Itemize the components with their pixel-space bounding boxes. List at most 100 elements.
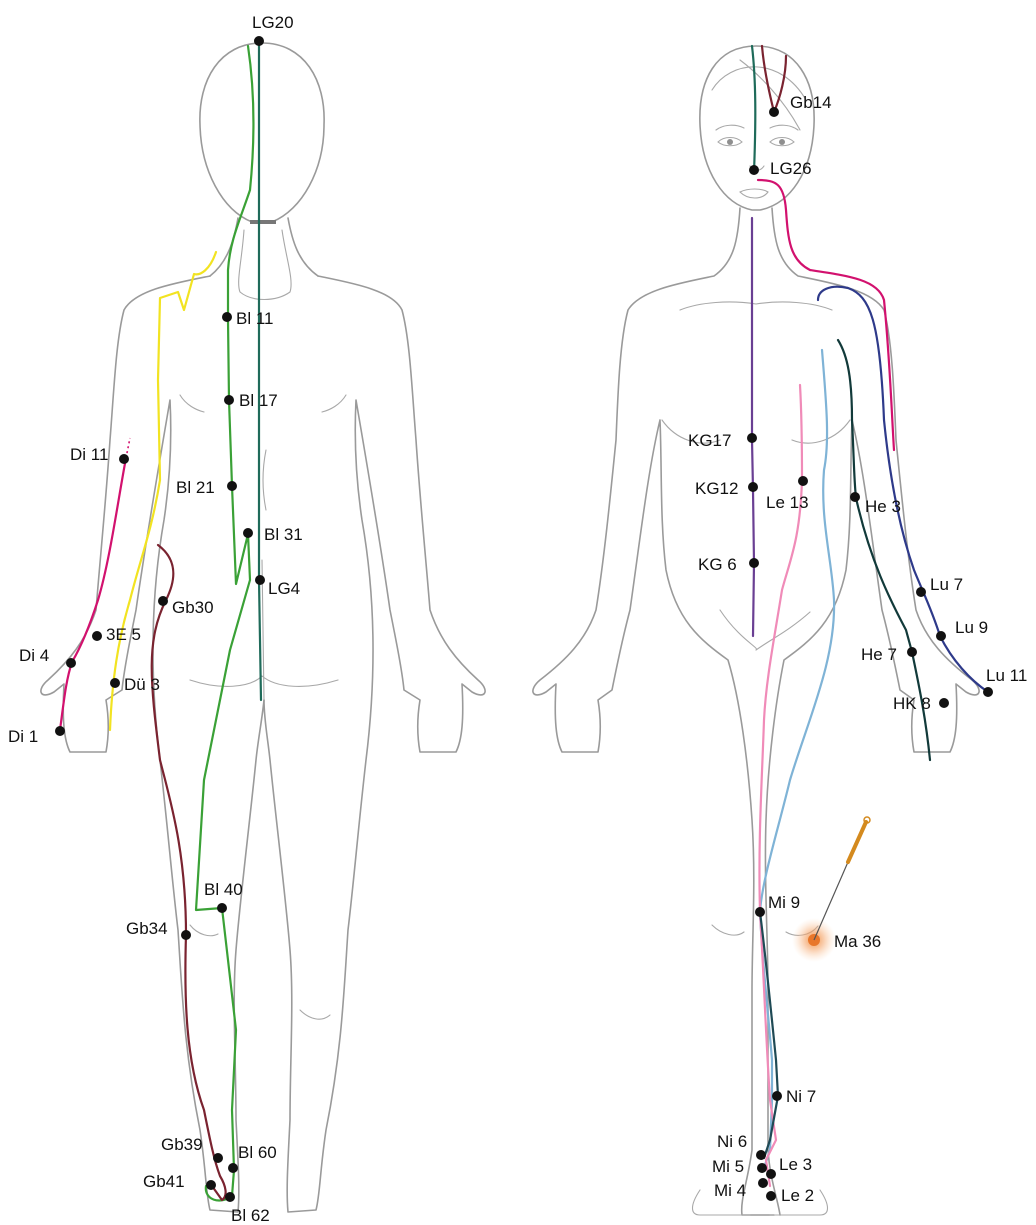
point-gb41-dot[interactable] [206, 1180, 216, 1190]
point-gb39-label: Gb39 [161, 1135, 203, 1154]
point-kg17-label: KG17 [688, 431, 731, 450]
point-bl11-label: Bl 11 [236, 309, 274, 328]
point-lu11-label: Lu 11 [986, 666, 1027, 685]
point-lg20-dot[interactable] [254, 36, 264, 46]
back-meridians [60, 42, 261, 1201]
point-di1-dot[interactable] [55, 726, 65, 736]
point-bl60-dot[interactable] [228, 1163, 238, 1173]
point-ni6-label: Ni 6 [717, 1132, 747, 1151]
back-head-outline [200, 43, 324, 222]
meridian-konzeptionsgefaess [752, 218, 754, 636]
point-le3-label: Le 3 [779, 1155, 812, 1174]
point-bl21-dot[interactable] [227, 481, 237, 491]
point-bl17-label: Bl 17 [239, 391, 278, 410]
point-ma36-label: Ma 36 [834, 932, 881, 951]
point-le2-dot[interactable] [766, 1191, 776, 1201]
point-gb41-label: Gb41 [143, 1172, 185, 1191]
front-mouth [740, 189, 768, 198]
point-bl11-dot[interactable] [222, 312, 232, 322]
point-le13-dot[interactable] [798, 476, 808, 486]
front-meridians [752, 46, 988, 1186]
point-lg4-dot[interactable] [255, 575, 265, 585]
point-hk8-label: HK 8 [893, 694, 931, 713]
point-mi4-label: Mi 4 [714, 1181, 746, 1200]
front-chest-lines [662, 302, 850, 443]
point-gb34-label: Gb34 [126, 919, 168, 938]
point-lg20-label: LG20 [252, 13, 294, 32]
point-mi9-dot[interactable] [755, 907, 765, 917]
point-bl60-label: Bl 60 [238, 1143, 277, 1162]
point-lu9-label: Lu 9 [955, 618, 988, 637]
point-3e5-label: 3E 5 [106, 625, 141, 644]
point-mi5-label: Mi 5 [712, 1157, 744, 1176]
point-lu9-dot[interactable] [936, 631, 946, 641]
point-ni7-label: Ni 7 [786, 1087, 816, 1106]
point-due3-label: Dü 3 [124, 675, 160, 694]
meridian-lenker-gefaess-front [752, 46, 755, 172]
back-hair-bun [239, 230, 291, 300]
front-head-outline [700, 46, 814, 210]
point-bl40-label: Bl 40 [204, 880, 243, 899]
back-body-outline-right [264, 276, 485, 1212]
point-lg26-dot[interactable] [749, 165, 759, 175]
point-lg4-label: LG4 [268, 579, 300, 598]
point-gb39-dot[interactable] [213, 1153, 223, 1163]
front-view-figure [533, 46, 979, 1215]
point-lu7-label: Lu 7 [930, 575, 963, 594]
point-kg6-dot[interactable] [749, 558, 759, 568]
point-gb30-dot[interactable] [158, 596, 168, 606]
point-he3-label: He 3 [865, 497, 901, 516]
point-bl31-dot[interactable] [243, 528, 253, 538]
point-kg12-dot[interactable] [748, 482, 758, 492]
point-bl21-label: Bl 21 [176, 478, 215, 497]
point-mi5-dot[interactable] [757, 1163, 767, 1173]
point-le13-label: Le 13 [766, 493, 809, 512]
back-neck-outline [210, 218, 318, 276]
point-le2-label: Le 2 [781, 1186, 814, 1205]
point-lu11-dot[interactable] [983, 687, 993, 697]
point-3e5-dot[interactable] [92, 631, 102, 641]
point-ni6-dot[interactable] [756, 1150, 766, 1160]
back-knee-lines [190, 925, 330, 1019]
meridian-dickdarm-back [60, 458, 126, 730]
point-di11-dot[interactable] [119, 454, 129, 464]
point-bl31-label: Bl 31 [264, 525, 303, 544]
point-hk8-dot[interactable] [939, 698, 949, 708]
point-kg17-dot[interactable] [747, 433, 757, 443]
front-left-pupil [727, 139, 733, 145]
point-bl62-dot[interactable] [225, 1192, 235, 1202]
meridian-lenker-gefaess-back [259, 42, 261, 700]
point-due3-dot[interactable] [110, 678, 120, 688]
point-gb30-label: Gb30 [172, 598, 214, 617]
point-di1-label: Di 1 [8, 727, 38, 746]
point-kg6-label: KG 6 [698, 555, 737, 574]
point-he7-label: He 7 [861, 645, 897, 664]
front-right-pupil [779, 139, 785, 145]
point-he7-dot[interactable] [907, 647, 917, 657]
front-brows [716, 125, 798, 130]
point-di4-dot[interactable] [66, 658, 76, 668]
point-mi9-label: Mi 9 [768, 893, 800, 912]
point-kg12-label: KG12 [695, 479, 738, 498]
meridian-niere [760, 350, 834, 1168]
front-acupoints: Gb14 LG26 KG17 KG12 Le 13 He 3 KG 6 Lu 7… [688, 93, 1027, 1205]
point-di4-label: Di 4 [19, 646, 49, 665]
point-di11-label: Di 11 [70, 445, 108, 464]
point-he3-dot[interactable] [850, 492, 860, 502]
point-bl17-dot[interactable] [224, 395, 234, 405]
point-lg26-label: LG26 [770, 159, 812, 178]
front-body-outline-right [765, 208, 979, 1215]
point-mi4-dot[interactable] [758, 1178, 768, 1188]
front-body-outline-left [533, 208, 774, 1215]
point-gb14-label: Gb14 [790, 93, 832, 112]
acupuncture-needle-handle [848, 822, 866, 862]
front-hip-lines [720, 610, 810, 650]
point-gb34-dot[interactable] [181, 930, 191, 940]
point-ni7-dot[interactable] [772, 1091, 782, 1101]
point-bl40-dot[interactable] [217, 903, 227, 913]
point-gb14-dot[interactable] [769, 107, 779, 117]
point-lu7-dot[interactable] [916, 587, 926, 597]
point-le3-dot[interactable] [766, 1169, 776, 1179]
point-bl62-label: Bl 62 [231, 1206, 270, 1225]
